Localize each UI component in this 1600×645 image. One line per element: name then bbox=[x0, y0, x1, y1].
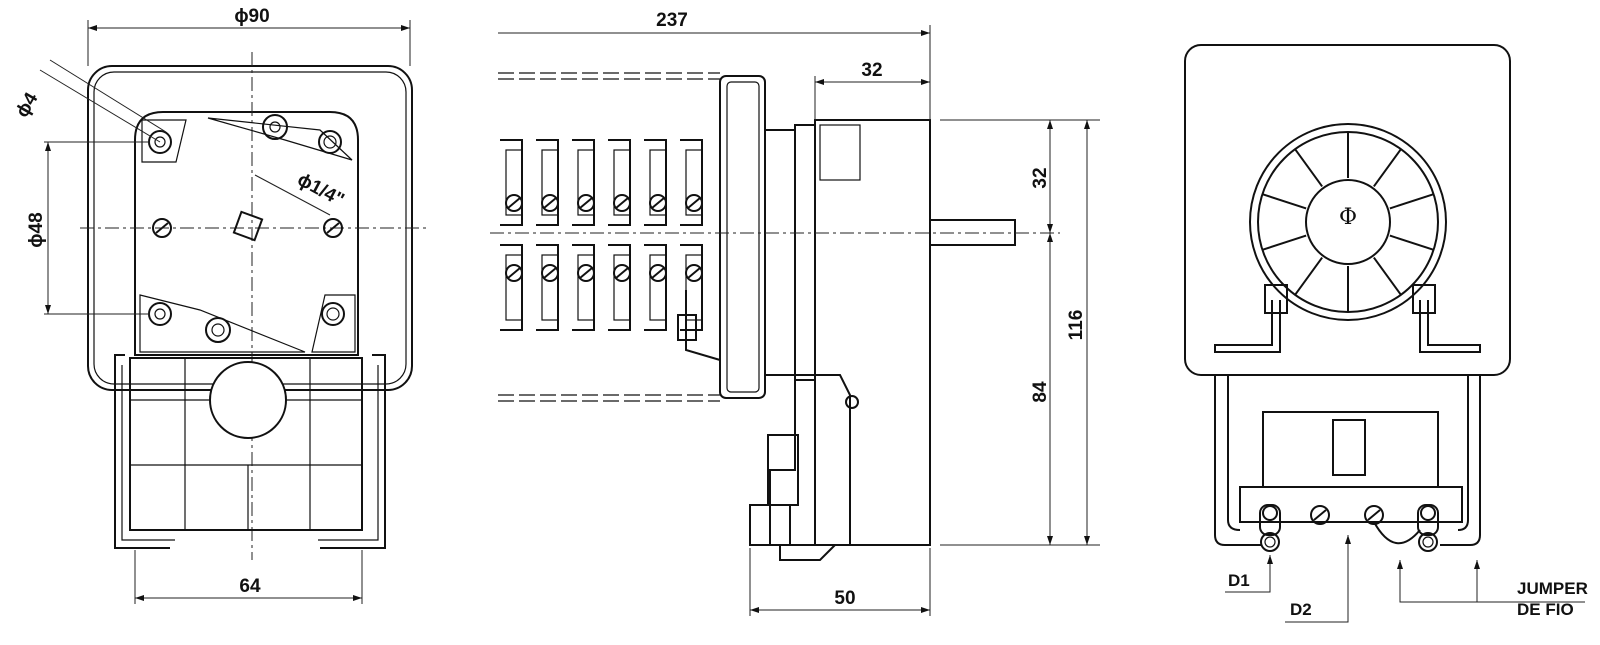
bottom-module bbox=[769, 374, 851, 546]
dim-hole: ϕ4 bbox=[12, 89, 43, 121]
side-view: 237 32 32 84 116 50 bbox=[490, 10, 1100, 616]
dim-width: ϕ90 bbox=[234, 6, 269, 27]
mounting-plate bbox=[134, 111, 359, 356]
terminal-column bbox=[608, 139, 631, 331]
terminal-screw bbox=[541, 264, 559, 282]
dial-wheel bbox=[1249, 123, 1447, 321]
terminal-screw bbox=[685, 264, 703, 282]
screw bbox=[205, 317, 231, 343]
phase-symbol: Φ bbox=[1339, 205, 1357, 230]
dim-bottom: 64 bbox=[239, 576, 261, 597]
dim-total-length: 237 bbox=[656, 10, 688, 31]
dim-base: 50 bbox=[834, 588, 855, 609]
rear-view: Φ D1 D2 JUMPER DE FIO bbox=[1184, 44, 1588, 623]
wheel-spoke bbox=[1373, 257, 1402, 296]
screw bbox=[323, 218, 343, 238]
terminal-guard bbox=[114, 354, 386, 549]
terminal-column bbox=[680, 139, 703, 331]
wheel-spoke bbox=[1262, 193, 1307, 210]
terminal-column bbox=[572, 139, 595, 331]
wheel-spoke bbox=[1389, 234, 1434, 251]
terminal-screw bbox=[649, 194, 667, 212]
screw bbox=[152, 218, 172, 238]
dim-lower: 84 bbox=[1030, 381, 1051, 403]
terminal-strip bbox=[1239, 486, 1463, 523]
terminal-d1 bbox=[1259, 504, 1281, 552]
screw bbox=[321, 302, 345, 326]
terminal-jumper bbox=[1364, 505, 1421, 545]
wheel-spoke bbox=[1373, 148, 1402, 187]
wheel-spoke bbox=[1389, 193, 1434, 210]
front-view: ϕ90 ϕ48 ϕ4 ϕ1/4" 64 bbox=[12, 6, 430, 604]
screw bbox=[262, 114, 288, 140]
terminal-screw bbox=[505, 194, 523, 212]
dim-height: 116 bbox=[1066, 310, 1087, 341]
terminal-column bbox=[644, 139, 667, 331]
terminal-d2 bbox=[1310, 505, 1330, 525]
terminal-screw bbox=[541, 194, 559, 212]
wheel-spoke bbox=[1262, 234, 1307, 251]
label-d1: D1 bbox=[1228, 571, 1250, 590]
label-d2: D2 bbox=[1290, 600, 1312, 619]
terminal-screw bbox=[577, 194, 595, 212]
dim-shaft: ϕ1/4" bbox=[294, 169, 348, 211]
dim-top: 32 bbox=[1030, 167, 1051, 188]
dim-bolt-circle: ϕ48 bbox=[26, 212, 47, 247]
shaft-square bbox=[232, 210, 264, 242]
wheel-spoke bbox=[1294, 257, 1323, 296]
terminal-d4 bbox=[1417, 504, 1439, 552]
wheel-spoke bbox=[1294, 148, 1323, 187]
screw bbox=[148, 302, 172, 326]
terminal-screw bbox=[685, 194, 703, 212]
motor-body bbox=[814, 119, 931, 546]
terminal-screw bbox=[505, 264, 523, 282]
terminal-screw bbox=[649, 264, 667, 282]
label-jumper-line1: JUMPER bbox=[1517, 579, 1588, 598]
terminal-screw bbox=[613, 264, 631, 282]
terminal-screw bbox=[613, 194, 631, 212]
screw bbox=[318, 130, 342, 154]
rear-housing bbox=[1184, 44, 1511, 376]
terminal-screw bbox=[577, 264, 595, 282]
label-jumper-line2: DE FIO bbox=[1517, 600, 1574, 619]
terminal-column bbox=[536, 139, 559, 331]
terminal-block bbox=[500, 139, 703, 331]
terminal-column bbox=[500, 139, 523, 331]
dim-body-depth: 32 bbox=[861, 60, 882, 81]
